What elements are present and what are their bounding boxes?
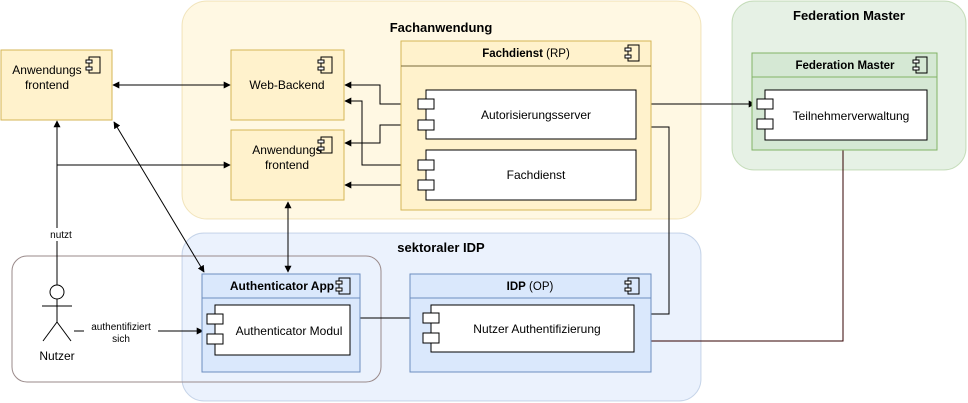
- label-bg-authentifiziert: [84, 320, 158, 344]
- edge-label-sich: sich: [112, 334, 130, 345]
- authenticator-modul-label: Authenticator Modul: [236, 324, 343, 338]
- component-authenticator-modul: Authenticator Modul: [206, 304, 351, 356]
- component-nutzer-authentifizierung: Nutzer Authentifizierung: [422, 304, 635, 353]
- client-app-label-line2: frontend: [25, 78, 69, 92]
- component-web-backend: Web-Backend: [230, 49, 345, 121]
- component-client-anwendungsfrontend: Anwendungs frontend: [0, 49, 113, 121]
- autorisierungsserver-label: Autorisierungsserver: [481, 108, 591, 122]
- connectors: [53, 81, 756, 335]
- edge-label-authentifiziert: authentifiziert: [91, 322, 151, 333]
- idp-title: IDP: [507, 281, 527, 293]
- actor-head: [49, 284, 65, 300]
- component-icon: [85, 56, 101, 74]
- component-teilnehmerverwaltung: Teilnehmerverwaltung: [756, 89, 928, 141]
- client-app-label-line1: Anwendungs: [12, 63, 81, 77]
- component-icon: [624, 277, 640, 295]
- federation-master-title: Federation Master: [795, 60, 895, 72]
- svg-text:Fachdienst (RP): Fachdienst (RP): [482, 48, 570, 60]
- fachdienst-rp-suffix: (RP): [546, 48, 570, 60]
- web-backend-label: Web-Backend: [249, 78, 324, 92]
- edge-label-nutzt: nutzt: [50, 230, 72, 241]
- component-icon: [912, 56, 928, 74]
- component-autorisierungsserver: Autorisierungsserver: [417, 89, 637, 140]
- actor-nutzer-label: Nutzer: [39, 349, 74, 363]
- fachdienst-rp-title: Fachdienst: [482, 48, 543, 60]
- component-fachdienst: Fachdienst: [417, 149, 637, 201]
- component-icon: [335, 277, 351, 295]
- edge-client-authenticatorapp: [113, 121, 205, 273]
- idp-suffix: (OP): [529, 281, 553, 293]
- component-icon: [317, 56, 333, 74]
- authenticator-app-title: Authenticator App: [230, 279, 334, 293]
- edge-teilnehmer-nutzerauth: [634, 143, 847, 345]
- actor-nutzer: [42, 284, 72, 342]
- nutzer-authentifizierung-label: Nutzer Authentifizierung: [473, 322, 600, 336]
- edge-appfrontend-autorisierung: [344, 121, 415, 147]
- group-title-sektoraler-idp: sektoraler IDP: [397, 240, 485, 255]
- app-frontend-label-line2: frontend: [265, 158, 309, 172]
- svg-text:IDP (OP): IDP (OP): [507, 281, 554, 293]
- group-title-fachanwendung: Fachanwendung: [390, 20, 493, 35]
- app-frontend-label-line1: Anwendungs: [252, 143, 321, 157]
- teilnehmerverwaltung-label: Teilnehmerverwaltung: [793, 109, 910, 123]
- component-icon: [624, 44, 640, 62]
- label-bg-nutzt: [46, 228, 76, 241]
- fachdienst-label: Fachdienst: [507, 168, 566, 182]
- component-anwendungsfrontend: Anwendungs frontend: [230, 129, 345, 201]
- component-icon: [317, 136, 333, 154]
- group-title-federation-master: Federation Master: [793, 8, 905, 23]
